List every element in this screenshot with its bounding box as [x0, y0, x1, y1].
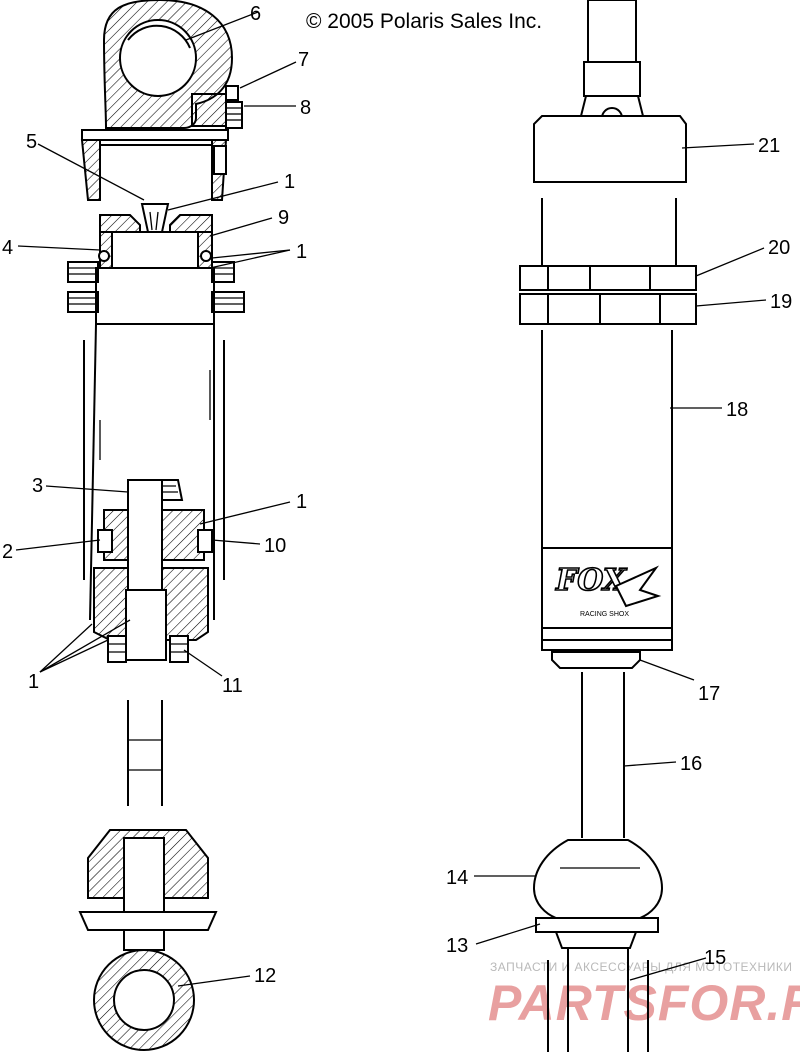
body-end-ring [541, 639, 673, 651]
left-shock-cutaway [67, 0, 245, 1051]
floating-piston [111, 231, 199, 269]
seal-cap [551, 651, 641, 669]
watermark-site: PARTSFOR.RU [488, 975, 800, 1031]
bearing-nut-right [169, 635, 189, 663]
watermark-tagline: ЗАПЧАСТИ И АКСЕССУАРЫ ДЛЯ МОТОТЕХНИКИ [490, 960, 792, 974]
fox-logo-subtext: RACING SHOX [580, 611, 629, 618]
piston-rod-mid [125, 589, 167, 661]
bumper-washer [535, 917, 659, 933]
fox-logo-text: FOX [555, 563, 628, 598]
piston-rod-upper [127, 479, 163, 601]
callout-labels: 6 7 8 5 1 9 4 1 3 1 2 10 1 11 12 21 20 1… [2, 3, 792, 987]
callout-16: 16 [680, 753, 702, 775]
top-mount-neck [583, 61, 641, 97]
callout-6: 6 [250, 3, 261, 25]
callout-1-bottom: 1 [28, 671, 39, 693]
fox-logo: FOX RACING SHOX [554, 562, 662, 618]
right-shock-exterior: FOX RACING SHOX [519, 0, 697, 1052]
sleeve-left-top [67, 261, 99, 283]
preload-ring-19 [519, 293, 697, 325]
sleeve-right-top [211, 261, 235, 283]
callout-1-upper-right: 1 [296, 241, 307, 263]
callout-4: 4 [2, 237, 13, 259]
lower-washer [78, 911, 218, 931]
callout-13: 13 [446, 935, 468, 957]
cap-wall-left [80, 139, 101, 201]
adjuster-block [191, 93, 229, 127]
callout-9: 9 [278, 207, 289, 229]
callout-8: 8 [300, 97, 311, 119]
piston-band [97, 529, 113, 553]
bottom-eyelet-bore [113, 969, 175, 1031]
top-cap [533, 115, 687, 183]
sleeve-left-bottom [67, 291, 99, 313]
eyelet-bore [119, 19, 197, 97]
callout-17: 17 [698, 683, 720, 705]
bearing-nut-left [107, 635, 127, 663]
callout-10: 10 [264, 535, 286, 557]
seal-head-left [99, 214, 141, 233]
fox-logo-tail [614, 565, 662, 608]
washer-taper [554, 931, 638, 949]
callout-19: 19 [770, 291, 792, 313]
callout-18: 18 [726, 399, 748, 421]
watermark: ЗАПЧАСТИ И АКСЕССУАРЫ ДЛЯ МОТОТЕХНИКИ PA… [488, 960, 800, 1031]
callout-12: 12 [254, 965, 276, 987]
copyright-notice: © 2005 Polaris Sales Inc. [306, 10, 542, 33]
callout-1-middle: 1 [296, 491, 307, 513]
callout-3: 3 [32, 475, 43, 497]
callout-1-top: 1 [284, 171, 295, 193]
callout-2: 2 [2, 541, 13, 563]
valve-cone [140, 203, 170, 233]
adjuster-cap [225, 85, 239, 101]
callout-21: 21 [758, 135, 780, 157]
preload-ring-20 [519, 265, 697, 291]
sleeve-right-bottom [211, 291, 245, 313]
o-ring-left [98, 250, 110, 262]
seal-head-right [169, 214, 213, 233]
o-ring-right [200, 250, 212, 262]
callout-20: 20 [768, 237, 790, 259]
lower-rod-end [123, 837, 165, 951]
top-mount-tongue [587, 0, 637, 63]
callout-15: 15 [704, 947, 726, 969]
leader-lines [15, 11, 767, 987]
bumper [532, 839, 664, 919]
sleeve-body [95, 267, 215, 325]
eyelet-bore-edge [127, 24, 191, 49]
callout-7: 7 [298, 49, 309, 71]
callout-5: 5 [26, 131, 37, 153]
callout-14: 14 [446, 867, 468, 889]
adjuster-screw [225, 101, 243, 129]
callout-11: 11 [222, 675, 243, 697]
piston-band-right [197, 529, 213, 553]
cap-plate [81, 129, 229, 141]
cap-tab [213, 145, 227, 175]
